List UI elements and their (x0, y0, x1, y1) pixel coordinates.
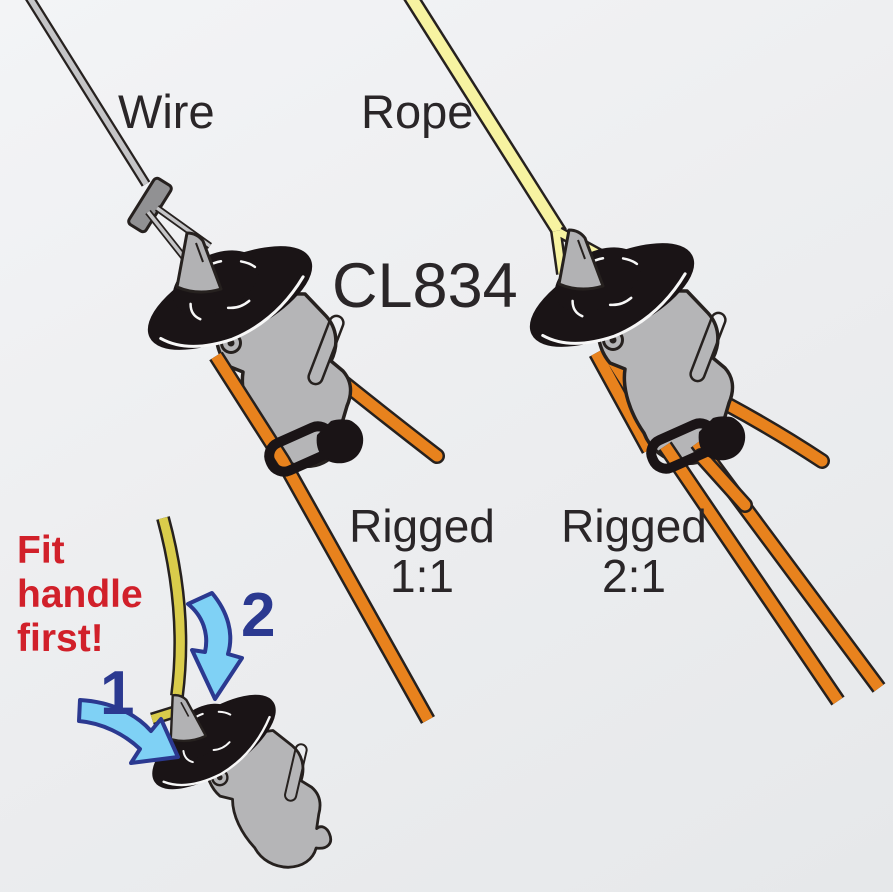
rigged-ratio: 1:1 (390, 550, 454, 602)
handle-assembly (124, 661, 336, 888)
step-1-number: 1 (100, 659, 135, 728)
note-line: handle (17, 573, 143, 616)
step-2-number: 2 (241, 581, 276, 650)
note-line: Fit (17, 529, 65, 572)
inset-rope (158, 516, 185, 697)
rigged-2-1-label: Rigged 2:1 (543, 501, 725, 601)
rigged-ratio: 2:1 (602, 550, 666, 602)
rope-device (403, 0, 886, 706)
orange-rope-main (211, 353, 433, 723)
wire-label: Wire (118, 85, 215, 138)
rope-label: Rope (361, 85, 474, 138)
step2-arrow (186, 591, 244, 701)
rigged-1-1-label: Rigged 1:1 (331, 501, 513, 601)
yellow-rope (406, 0, 565, 236)
assembly-inset (77, 516, 336, 888)
wire-device (25, 0, 445, 724)
swage-fitting (127, 176, 173, 234)
orange-tail (695, 450, 751, 511)
rigged-word: Rigged (561, 500, 707, 552)
rigged-word: Rigged (349, 500, 495, 552)
wire-line (27, 0, 149, 186)
note-line: first! (17, 617, 104, 660)
model-label: CL834 (332, 251, 518, 321)
fit-handle-first-note: Fit handle first! (17, 529, 143, 661)
step1-arrow (77, 698, 180, 765)
